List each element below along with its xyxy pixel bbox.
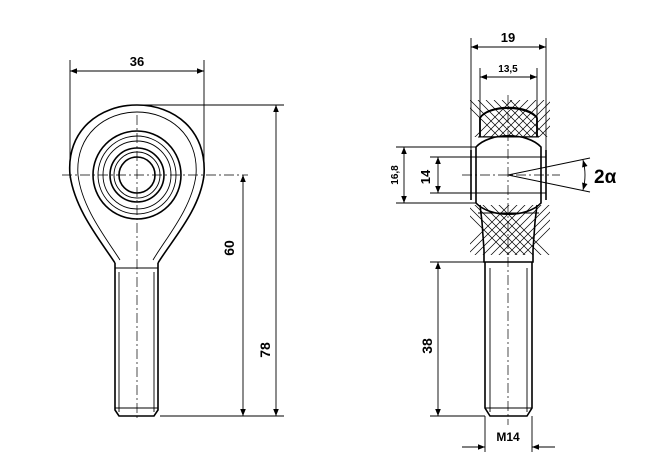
tilt-angle-line-upper	[507, 157, 591, 176]
front-view: 36 60 78	[62, 54, 284, 420]
dim-ball-width-13-5-label: 13,5	[498, 64, 518, 75]
housing-outline	[479, 106, 538, 137]
dim-housing-width-19-label: 19	[501, 30, 515, 45]
dim-bore-14-label: 14	[418, 169, 433, 184]
dim-thread-m14-label: M14	[496, 430, 520, 444]
dim-center-height-60-label: 60	[221, 240, 237, 256]
housing-top-hatch	[470, 100, 550, 137]
tilt-angle-line-lower	[507, 174, 591, 193]
shank-outline	[114, 263, 159, 417]
dim-ball-diameter-16-8-label: 16,8	[390, 165, 401, 185]
dim-shank-length-38-label: 38	[419, 338, 435, 354]
tilt-angle-2alpha-label: 2α	[594, 167, 617, 188]
tilt-angle-arc	[582, 159, 588, 191]
housing-bottom-hatch	[470, 205, 550, 255]
side-shank-outline	[484, 262, 533, 417]
dim-overall-height-78-label: 78	[257, 342, 273, 358]
rod-end-head-inner-outline	[77, 111, 197, 261]
side-view: 2α 19 13,5 16,8 14 38 M14	[390, 30, 617, 452]
dim-width-36-label: 36	[130, 54, 144, 69]
housing-lower-outline	[479, 204, 538, 263]
